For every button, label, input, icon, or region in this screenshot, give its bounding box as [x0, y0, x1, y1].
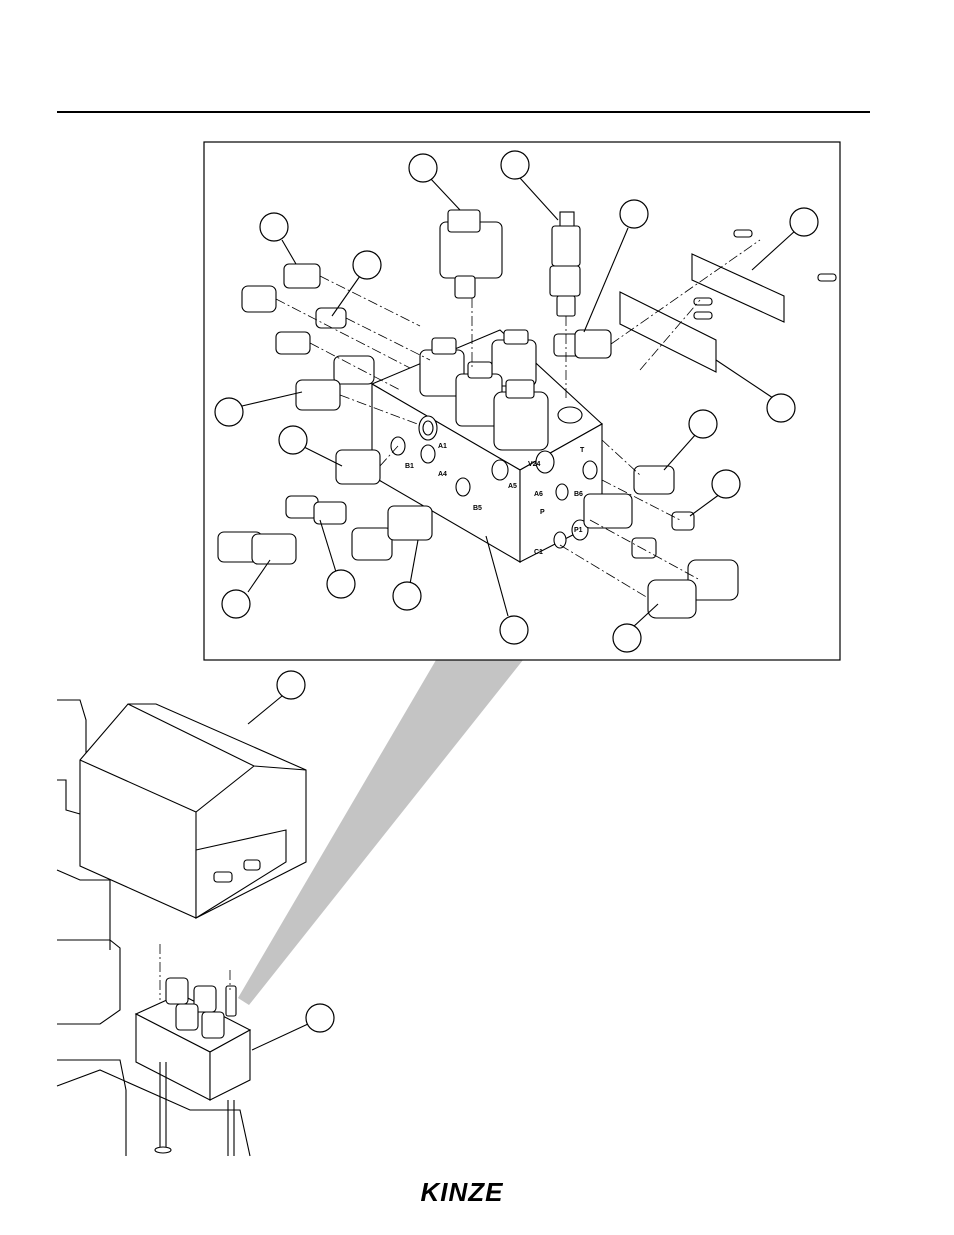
port-label-v24: V24: [528, 461, 541, 468]
logo-text: KINZE: [421, 1179, 504, 1205]
port-label-a1: A1: [438, 443, 447, 450]
callout-bubble: [277, 671, 305, 699]
port-label-c1: C1: [534, 549, 543, 556]
callout-bubble: [712, 470, 740, 498]
port-label-p1: P1: [574, 527, 583, 534]
callout-bubble: [689, 410, 717, 438]
callout-bubble: [767, 394, 795, 422]
callout-bubble: [500, 616, 528, 644]
callout-bubble: [306, 1004, 334, 1032]
callout-bubble: [613, 624, 641, 652]
exploded-solenoid: [440, 210, 502, 298]
callout-bubble: [353, 251, 381, 279]
elbow-fitting-top-right: [554, 330, 611, 358]
port-label-a6: A6: [534, 491, 543, 498]
port-label-a5: A5: [508, 483, 517, 490]
callout-bubble: [215, 398, 243, 426]
port-label-t: T: [580, 447, 585, 454]
terminal-strip: [620, 230, 836, 372]
callout-bubble: [279, 426, 307, 454]
callout-bubble: [327, 570, 355, 598]
callout-bubble: [409, 154, 437, 182]
kinze-logo: KINZE: [404, 1179, 520, 1205]
port-label-b5: B5: [473, 505, 482, 512]
port-label-b6: B6: [574, 491, 583, 498]
port-label-p: P: [540, 509, 545, 516]
callout-bubble: [222, 590, 250, 618]
port-label-a4: A4: [438, 471, 447, 478]
callout-bubble: [393, 582, 421, 610]
overview-valve: [136, 944, 250, 1156]
callout-bubble: [620, 200, 648, 228]
valve-cover: [80, 704, 306, 918]
exploded-relief-valve: [550, 212, 580, 316]
callout-bubble: [790, 208, 818, 236]
callout-bubble: [260, 213, 288, 241]
port-label-b1: B1: [405, 463, 414, 470]
callout-bubble: [501, 151, 529, 179]
